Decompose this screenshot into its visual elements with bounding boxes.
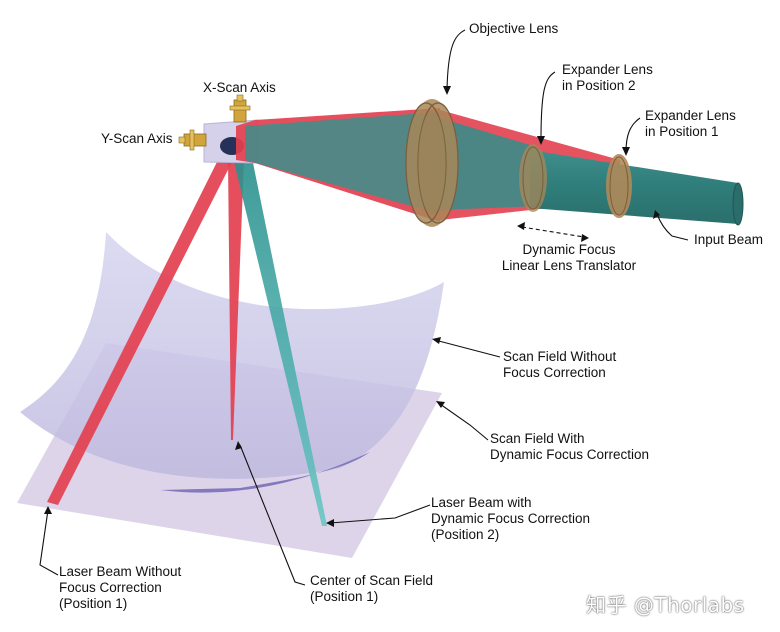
scan-field-without-label: Scan Field Without Focus Correction bbox=[503, 349, 616, 381]
objective-lens-label: Objective Lens bbox=[469, 21, 559, 36]
input-beam-tube bbox=[530, 150, 738, 224]
scan-field-without-line1: Scan Field Without bbox=[503, 349, 617, 364]
laser-beam-with-label: Laser Beam with Dynamic Focus Correction… bbox=[431, 495, 590, 543]
scan-field-without-underside bbox=[160, 452, 370, 493]
leader-lines bbox=[39, 29, 689, 586]
arrowheads bbox=[44, 86, 660, 527]
input-beam-end bbox=[732, 182, 744, 226]
expander-lens-position-2 bbox=[519, 144, 547, 212]
scan-field-with-line2: Dynamic Focus Correction bbox=[490, 447, 650, 462]
expander-pos1-label: Expander Lens in Position 1 bbox=[645, 108, 736, 140]
laser-beam-without-label: Laser Beam Without Focus Correction (Pos… bbox=[59, 564, 181, 612]
dynamic-focus-arrow bbox=[517, 222, 589, 242]
dynamic-focus-line1: Dynamic Focus bbox=[522, 242, 616, 257]
input-beam-label: Input Beam bbox=[694, 232, 764, 247]
dynamic-focus-label: Dynamic Focus Linear Lens Translator bbox=[499, 242, 639, 274]
center-beam bbox=[228, 160, 244, 440]
x-scan-connector bbox=[229, 94, 251, 123]
center-scan-field-label: Center of Scan Field (Position 1) bbox=[310, 573, 433, 605]
expander-lens-position-1 bbox=[606, 154, 632, 218]
watermark: 知乎 @Thorlabs bbox=[586, 593, 745, 617]
expander-pos2-line1: Expander Lens bbox=[562, 62, 653, 77]
expander-pos1-line2: in Position 1 bbox=[645, 124, 719, 139]
laser-beam-without-correction bbox=[47, 160, 233, 505]
laser-beam-with-line1: Laser Beam with bbox=[431, 495, 532, 510]
expander-pos2-line2: in Position 2 bbox=[562, 78, 636, 93]
scan-field-with-line1: Scan Field With bbox=[490, 431, 585, 446]
laser-beam-with-correction bbox=[233, 158, 327, 526]
scan-field-with-label: Scan Field With Dynamic Focus Correction bbox=[490, 431, 649, 463]
laser-beam-with-line2: Dynamic Focus Correction bbox=[431, 511, 591, 526]
dynamic-focus-line2: Linear Lens Translator bbox=[501, 258, 637, 273]
laser-beam-without-line3: (Position 1) bbox=[59, 596, 128, 611]
center-scan-field-line2: (Position 1) bbox=[310, 589, 379, 604]
teal-beam-expander-section bbox=[440, 118, 540, 210]
y-scan-axis-label: Y-Scan Axis bbox=[101, 131, 173, 146]
teal-beam-section bbox=[245, 112, 440, 214]
x-scan-axis-label: X-Scan Axis bbox=[203, 80, 276, 95]
y-scan-connector bbox=[178, 129, 207, 151]
laser-beam-without-line2: Focus Correction bbox=[59, 580, 162, 595]
laser-beam-without-line1: Laser Beam Without bbox=[59, 564, 182, 579]
objective-lens bbox=[405, 99, 459, 227]
expander-pos2-label: Expander Lens in Position 2 bbox=[562, 62, 653, 94]
expander-pos1-line1: Expander Lens bbox=[645, 108, 736, 123]
scan-field-without-line2: Focus Correction bbox=[503, 365, 606, 380]
center-scan-field-line1: Center of Scan Field bbox=[310, 573, 434, 588]
laser-beam-with-line3: (Position 2) bbox=[431, 527, 500, 542]
